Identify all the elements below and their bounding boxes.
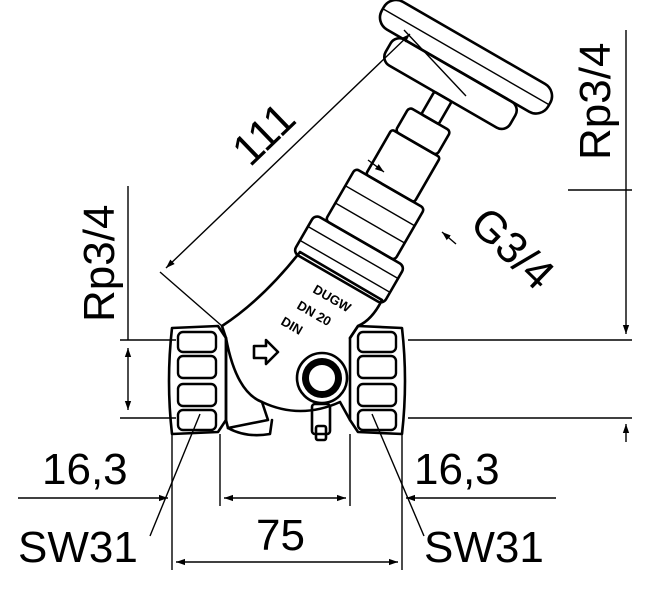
dimension-rp-left: Rp3/4: [75, 186, 176, 419]
label-end-right: 16,3: [414, 445, 500, 494]
wrench-size-callouts: SW31 SW31: [18, 413, 544, 572]
handwheel: [378, 0, 554, 131]
right-threaded-end: [348, 324, 407, 436]
label-length-diagonal: 111: [223, 93, 305, 175]
body-center: [224, 336, 270, 430]
left-threaded-end: [167, 324, 228, 436]
label-wrench-left: SW31: [18, 523, 138, 572]
label-end-left: 16,3: [42, 445, 128, 494]
label-g-thread: G3/4: [461, 198, 564, 300]
marking-standard: DIN: [279, 314, 306, 338]
dimension-length-total: 75: [176, 511, 398, 566]
side-test-port: [295, 351, 349, 405]
dimension-length-diagonal: 111: [159, 29, 467, 327]
label-wrench-right: SW31: [424, 523, 544, 572]
flow-arrow-icon: [252, 338, 280, 366]
dimension-end-lengths: 16,3 16,3: [18, 434, 556, 570]
dimension-rp-right: Rp3/4: [408, 30, 632, 442]
label-rp-right: Rp3/4: [571, 43, 620, 160]
label-length-total: 75: [256, 511, 305, 560]
label-rp-left: Rp3/4: [75, 205, 124, 322]
